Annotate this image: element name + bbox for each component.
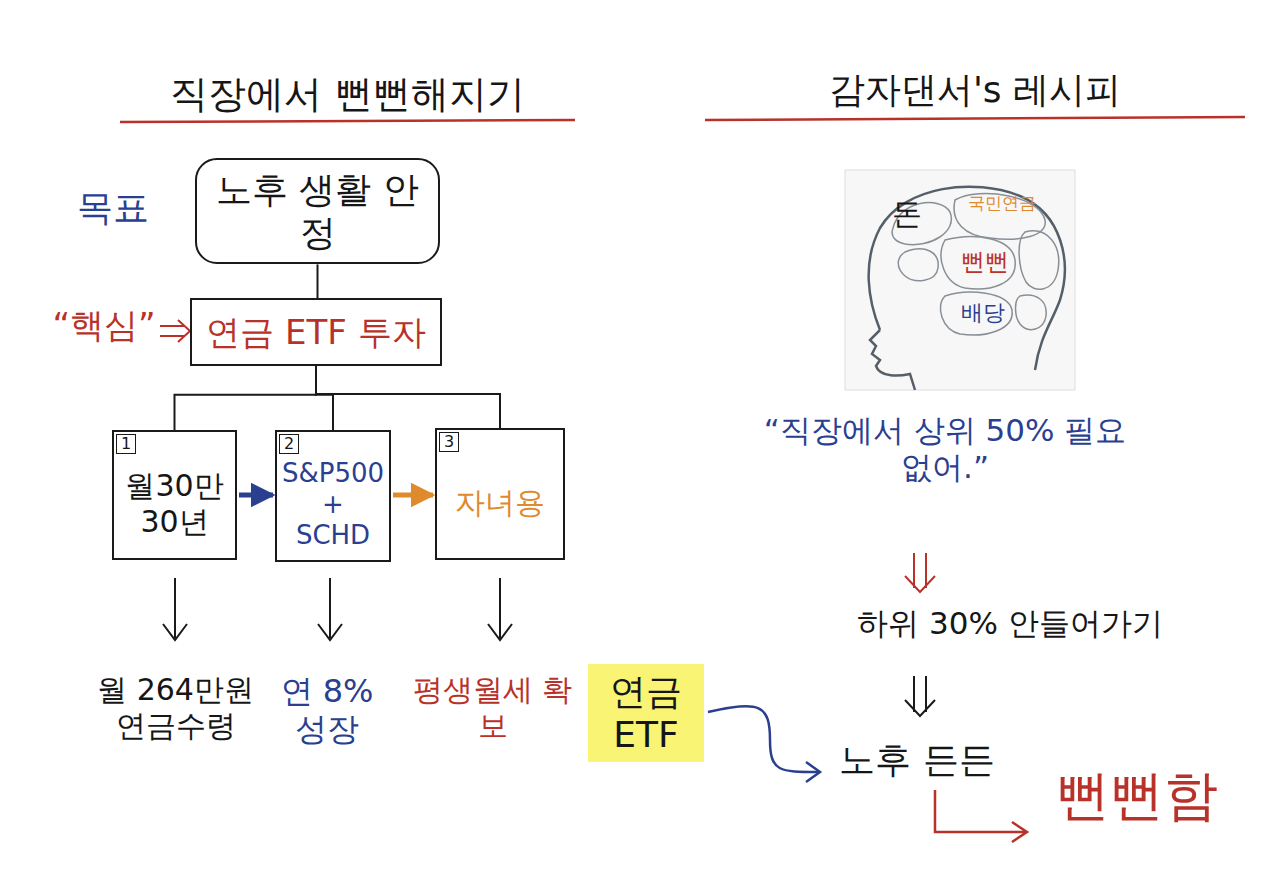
box-text: 자녀용 [455,485,545,521]
quote-text: “직장에서 상위 50% 필요 없어.” [755,412,1135,486]
curve-arrow [708,706,818,772]
core-label: “핵심” [48,305,160,346]
brain-label: 뻔뻔 [950,248,1020,277]
box-text: 노후 생활 안정 [207,168,428,254]
box-text: S&P500 + SCHD [282,458,384,552]
note-text: 하위 30% 안들어가기 [810,605,1210,642]
flow-arrow [239,493,273,498]
callout-number: 3 [439,432,459,452]
tree-line [175,366,317,430]
title-underline [120,120,575,122]
tree-line [317,264,319,298]
flow-arrow [393,493,433,498]
result-text: 연 8% 성장 [268,672,386,749]
down-arrows [163,578,512,640]
final-text: 뻔뻔함 [1032,764,1242,829]
bent-arrow [935,790,1027,842]
step-box: 2S&P500 + SCHD [275,430,391,562]
brain-label: 돈 [882,196,932,232]
result-text: 노후 든든 [822,738,1012,781]
arrow-head [806,762,820,782]
goal-label: 목표 [58,186,168,229]
double-arrow [160,320,190,342]
page-title: 직장에서 뻔뻔해지기 [120,72,575,118]
box-text: 연금 ETF 투자 [206,312,425,353]
callout-number: 2 [279,434,299,454]
highlight-text: 연금 ETF [588,664,704,762]
result-text: 월 264만원 연금수령 [88,672,263,744]
title-underline [705,117,1245,120]
tree-line [316,366,333,430]
brain-label: 국민연금 [952,193,1052,213]
box-text: 월30만 30년 [124,468,225,540]
result-text: 평생월세 확보 [410,672,575,744]
step-box: 1 월30만 30년 [112,430,237,560]
brain-label: 배당 [950,300,1016,326]
step-box: 3 자녀용 [435,428,565,560]
core-box: 연금 ETF 투자 [190,298,442,366]
section-title: 감자댄서's 레시피 [760,68,1190,111]
tree-line [316,366,500,428]
double-arrow-down [905,553,935,592]
double-arrow-down [905,676,935,716]
callout-number: 1 [116,434,136,454]
goal-box: 노후 생활 안정 [195,158,440,264]
head-illustration [845,170,1075,390]
